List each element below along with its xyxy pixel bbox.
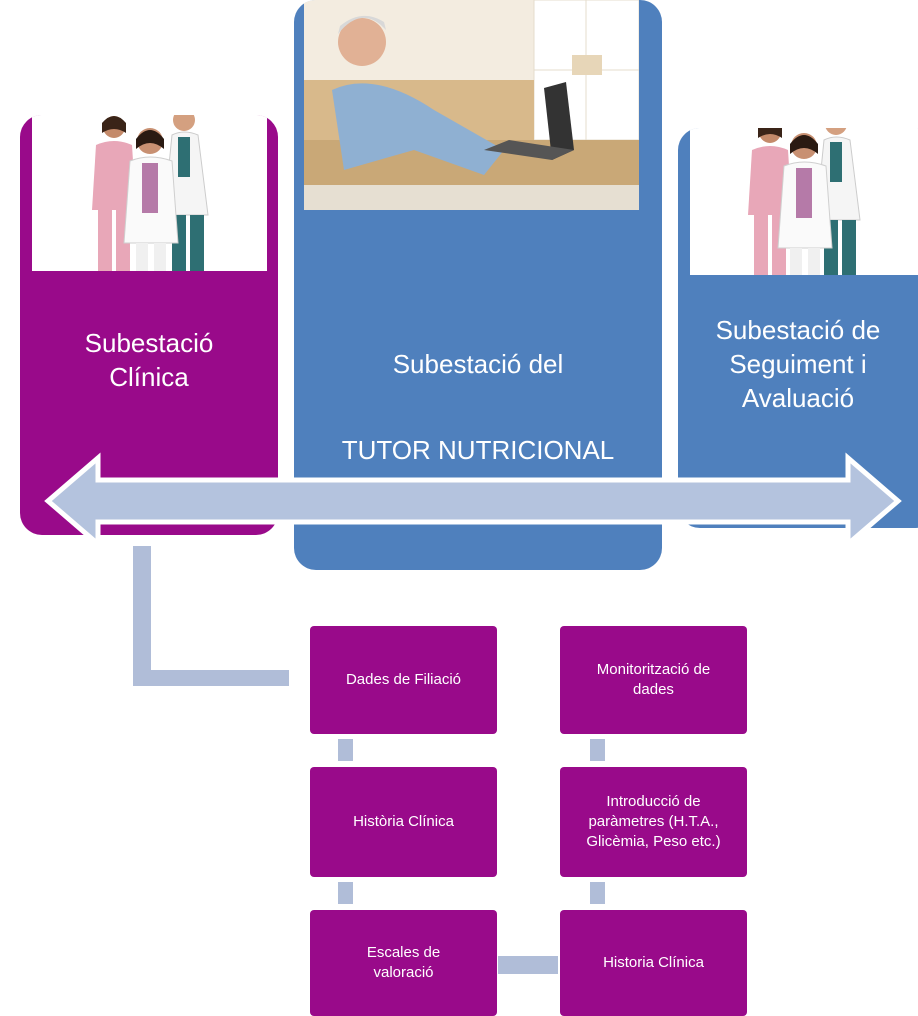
step-historia-clinica-2: Historia Clínica xyxy=(560,910,747,1016)
elderly-man-laptop-photo xyxy=(304,0,639,210)
connector-right-2 xyxy=(590,882,605,904)
tutor-substation-title: Subestació del TUTOR NUTRICIONAL xyxy=(294,300,662,514)
connector-horizontal xyxy=(133,670,289,686)
connector-left-1 xyxy=(338,739,353,761)
medical-team-photo-2 xyxy=(690,128,918,275)
bidirectional-arrow xyxy=(44,452,902,550)
connector-between-columns xyxy=(498,956,558,974)
step-escales-valoracio: Escales de valoració xyxy=(310,910,497,1016)
seguiment-substation-title: Subestació de Seguiment i Avaluació xyxy=(715,315,881,413)
tutor-title-line1: Subestació del xyxy=(392,348,564,379)
clinic-substation-title: Subestació Clínica xyxy=(84,328,214,392)
connector-left-2 xyxy=(338,882,353,904)
tutor-substation-panel: Subestació del TUTOR NUTRICIONAL xyxy=(294,0,662,570)
step-monitoritzacio-dades: Monitorització de dades xyxy=(560,626,747,734)
seguiment-substation-panel: Subestació de Seguiment i Avaluació xyxy=(678,128,918,528)
clinic-substation-panel: Subestació Clínica xyxy=(20,115,278,535)
connector-right-1 xyxy=(590,739,605,761)
medical-team-photo xyxy=(32,115,267,271)
tutor-title-line2: TUTOR NUTRICIONAL xyxy=(341,434,615,465)
step-dades-filiacio: Dades de Filiació xyxy=(310,626,497,734)
step-historia-clinica: Història Clínica xyxy=(310,767,497,877)
step-introduccio-parametres: Introducció de paràmetres (H.T.A., Glicè… xyxy=(560,767,747,877)
connector-vertical xyxy=(133,546,151,686)
